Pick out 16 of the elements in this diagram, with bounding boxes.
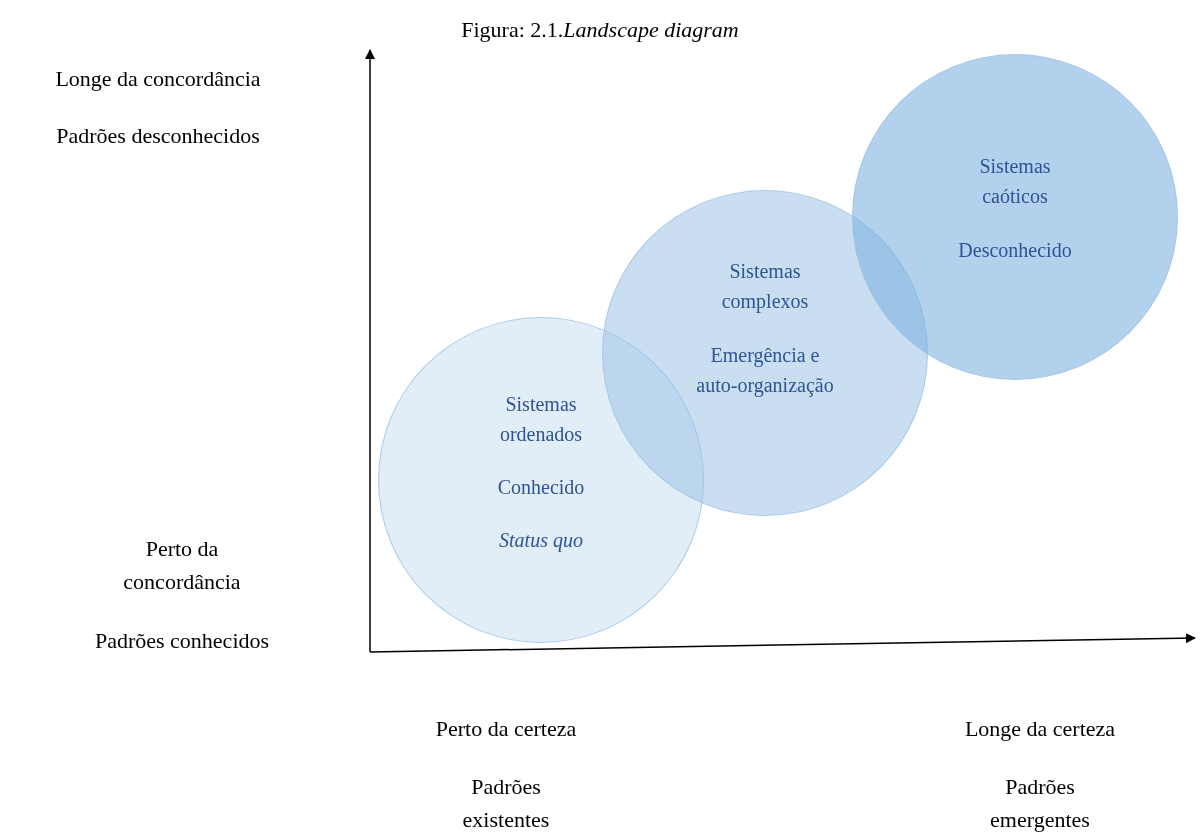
axis-label: Padrões conhecidos xyxy=(93,627,271,655)
axis-label: Perto da concordância xyxy=(122,535,242,596)
axis-label: Longe da concordância xyxy=(54,65,262,93)
circle-label: Emergência e auto-organização xyxy=(695,343,835,399)
axis-label: Perto da certeza xyxy=(434,715,578,743)
axis-label: Padrões emergentes xyxy=(989,773,1091,834)
circle-label: Conhecido xyxy=(496,475,586,500)
circle-label: Desconhecido xyxy=(957,238,1073,263)
circle-label: Sistemas ordenados xyxy=(498,392,584,447)
circle-label: Status quo xyxy=(498,528,584,554)
axis-label: Padrões desconhecidos xyxy=(55,122,261,150)
figure-title: Figura: 2.1.Landscape diagram xyxy=(460,16,740,44)
axis-label: Padrões existentes xyxy=(461,773,551,834)
circle-label: Sistemas complexos xyxy=(720,259,810,315)
axis-label: Longe da certeza xyxy=(963,715,1117,743)
circle-label: Sistemas caóticos xyxy=(978,154,1052,209)
